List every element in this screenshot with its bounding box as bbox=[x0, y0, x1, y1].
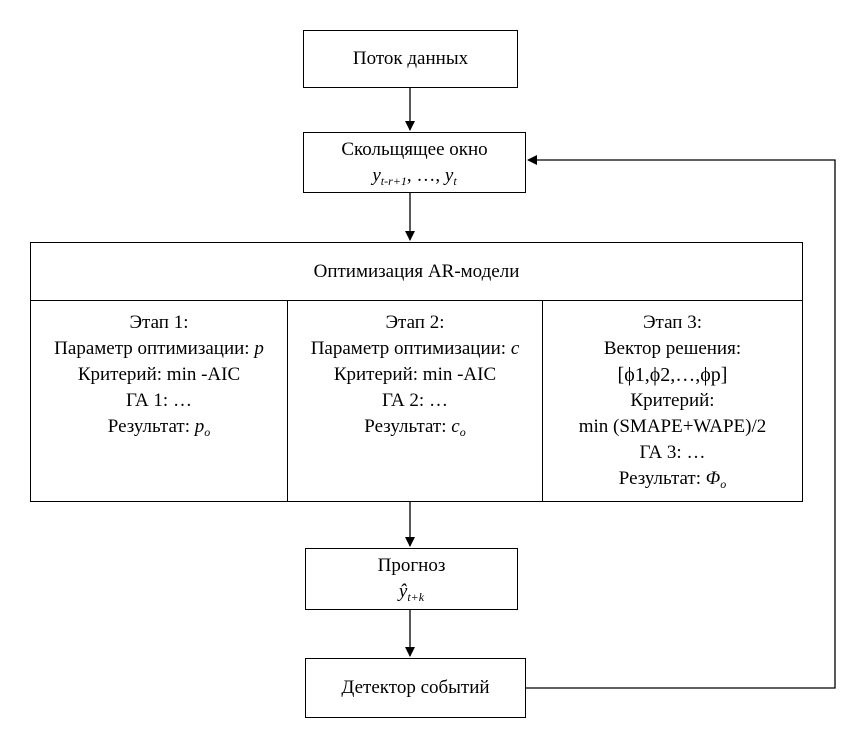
sliding-window-box: Скольщящее окно yt-r+1, …, yt bbox=[303, 132, 526, 193]
sliding-window-formula: yt-r+1, …, yt bbox=[372, 164, 457, 188]
ar-optimization-title: Оптимизация AR-модели bbox=[313, 260, 520, 282]
forecast-title: Прогноз bbox=[377, 555, 446, 576]
stage-divider-2 bbox=[542, 300, 543, 502]
stage1-criterion: Критерий: min -AIC bbox=[77, 364, 241, 385]
stage3-cell: Этап 3: Вектор решения: [ϕ1,ϕ2,…,ϕp] Кри… bbox=[543, 300, 802, 502]
stage2-result: Результат: co bbox=[364, 416, 466, 439]
stage3-vector-formula: [ϕ1,ϕ2,…,ϕp] bbox=[617, 364, 728, 386]
ar-optimization-block bbox=[30, 242, 803, 502]
data-stream-label: Поток данных bbox=[352, 48, 469, 69]
stage1-ga: ГА 1: … bbox=[126, 390, 192, 411]
stage1-title: Этап 1: bbox=[129, 312, 189, 333]
stage3-ga: ГА 3: … bbox=[639, 442, 706, 463]
event-detector-label: Детектор событий bbox=[341, 677, 490, 698]
stage3-title: Этап 3: bbox=[643, 312, 702, 333]
stage3-vector-label: Вектор решения: bbox=[603, 338, 742, 359]
stage1-cell: Этап 1: Параметр оптимизации: p Критерий… bbox=[31, 300, 287, 502]
stage3-criterion: Критерий: bbox=[630, 390, 715, 411]
stage2-criterion: Критерий: min -AIC bbox=[333, 364, 497, 385]
stage1-param: Параметр оптимизации: p bbox=[54, 338, 264, 359]
stage2-ga: ГА 2: … bbox=[382, 390, 448, 411]
stage2-param: Параметр оптимизации: c bbox=[310, 338, 520, 359]
ar-optimization-title-box: Оптимизация AR-модели bbox=[31, 243, 802, 300]
sliding-window-title: Скольщящее окно bbox=[341, 138, 488, 160]
event-detector-box: Детектор событий bbox=[305, 658, 526, 718]
stage2-cell: Этап 2: Параметр оптимизации: c Критерий… bbox=[288, 300, 542, 502]
forecast-box: Прогноз ŷt+k bbox=[305, 548, 518, 610]
stage1-result: Результат: po bbox=[107, 416, 211, 439]
stage3-criterion-formula: min (SMAPE+WAPE)/2 bbox=[578, 416, 767, 437]
feedback-loop-arrow bbox=[526, 155, 836, 689]
stage-divider-1 bbox=[287, 300, 288, 502]
forecast-formula: ŷt+k bbox=[398, 581, 425, 604]
optimization-title-divider bbox=[30, 300, 803, 301]
stage2-title: Этап 2: bbox=[385, 312, 445, 333]
data-stream-box: Поток данных bbox=[303, 30, 518, 88]
stage3-result: Результат: Φo bbox=[618, 468, 727, 491]
